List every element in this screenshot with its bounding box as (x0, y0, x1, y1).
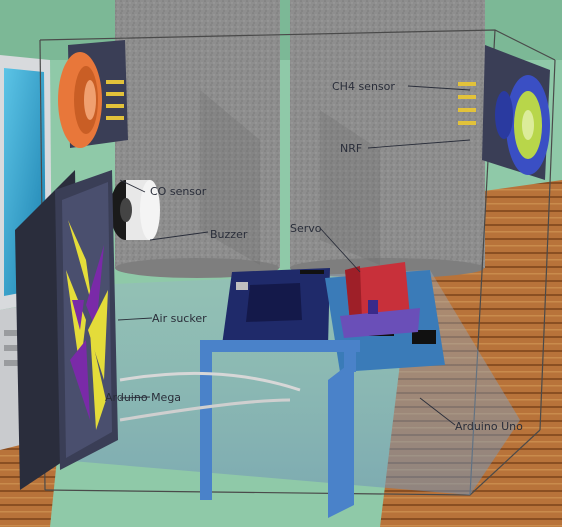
label-servo: Servo (290, 222, 322, 235)
label-ch4-sensor: CH4 sensor (332, 80, 395, 93)
co-sensor-module (58, 40, 128, 148)
label-arduino-uno: Arduino Uno (455, 420, 523, 433)
label-co-sensor: CO sensor (150, 185, 207, 198)
arduino-mega-board (222, 268, 330, 346)
label-arduino-mega: Arduino Mega (105, 391, 181, 404)
label-buzzer: Buzzer (210, 228, 248, 241)
label-nrf: NRF (340, 142, 362, 155)
label-air-sucker: Air sucker (152, 312, 207, 325)
air-sucker-fan (15, 170, 118, 490)
